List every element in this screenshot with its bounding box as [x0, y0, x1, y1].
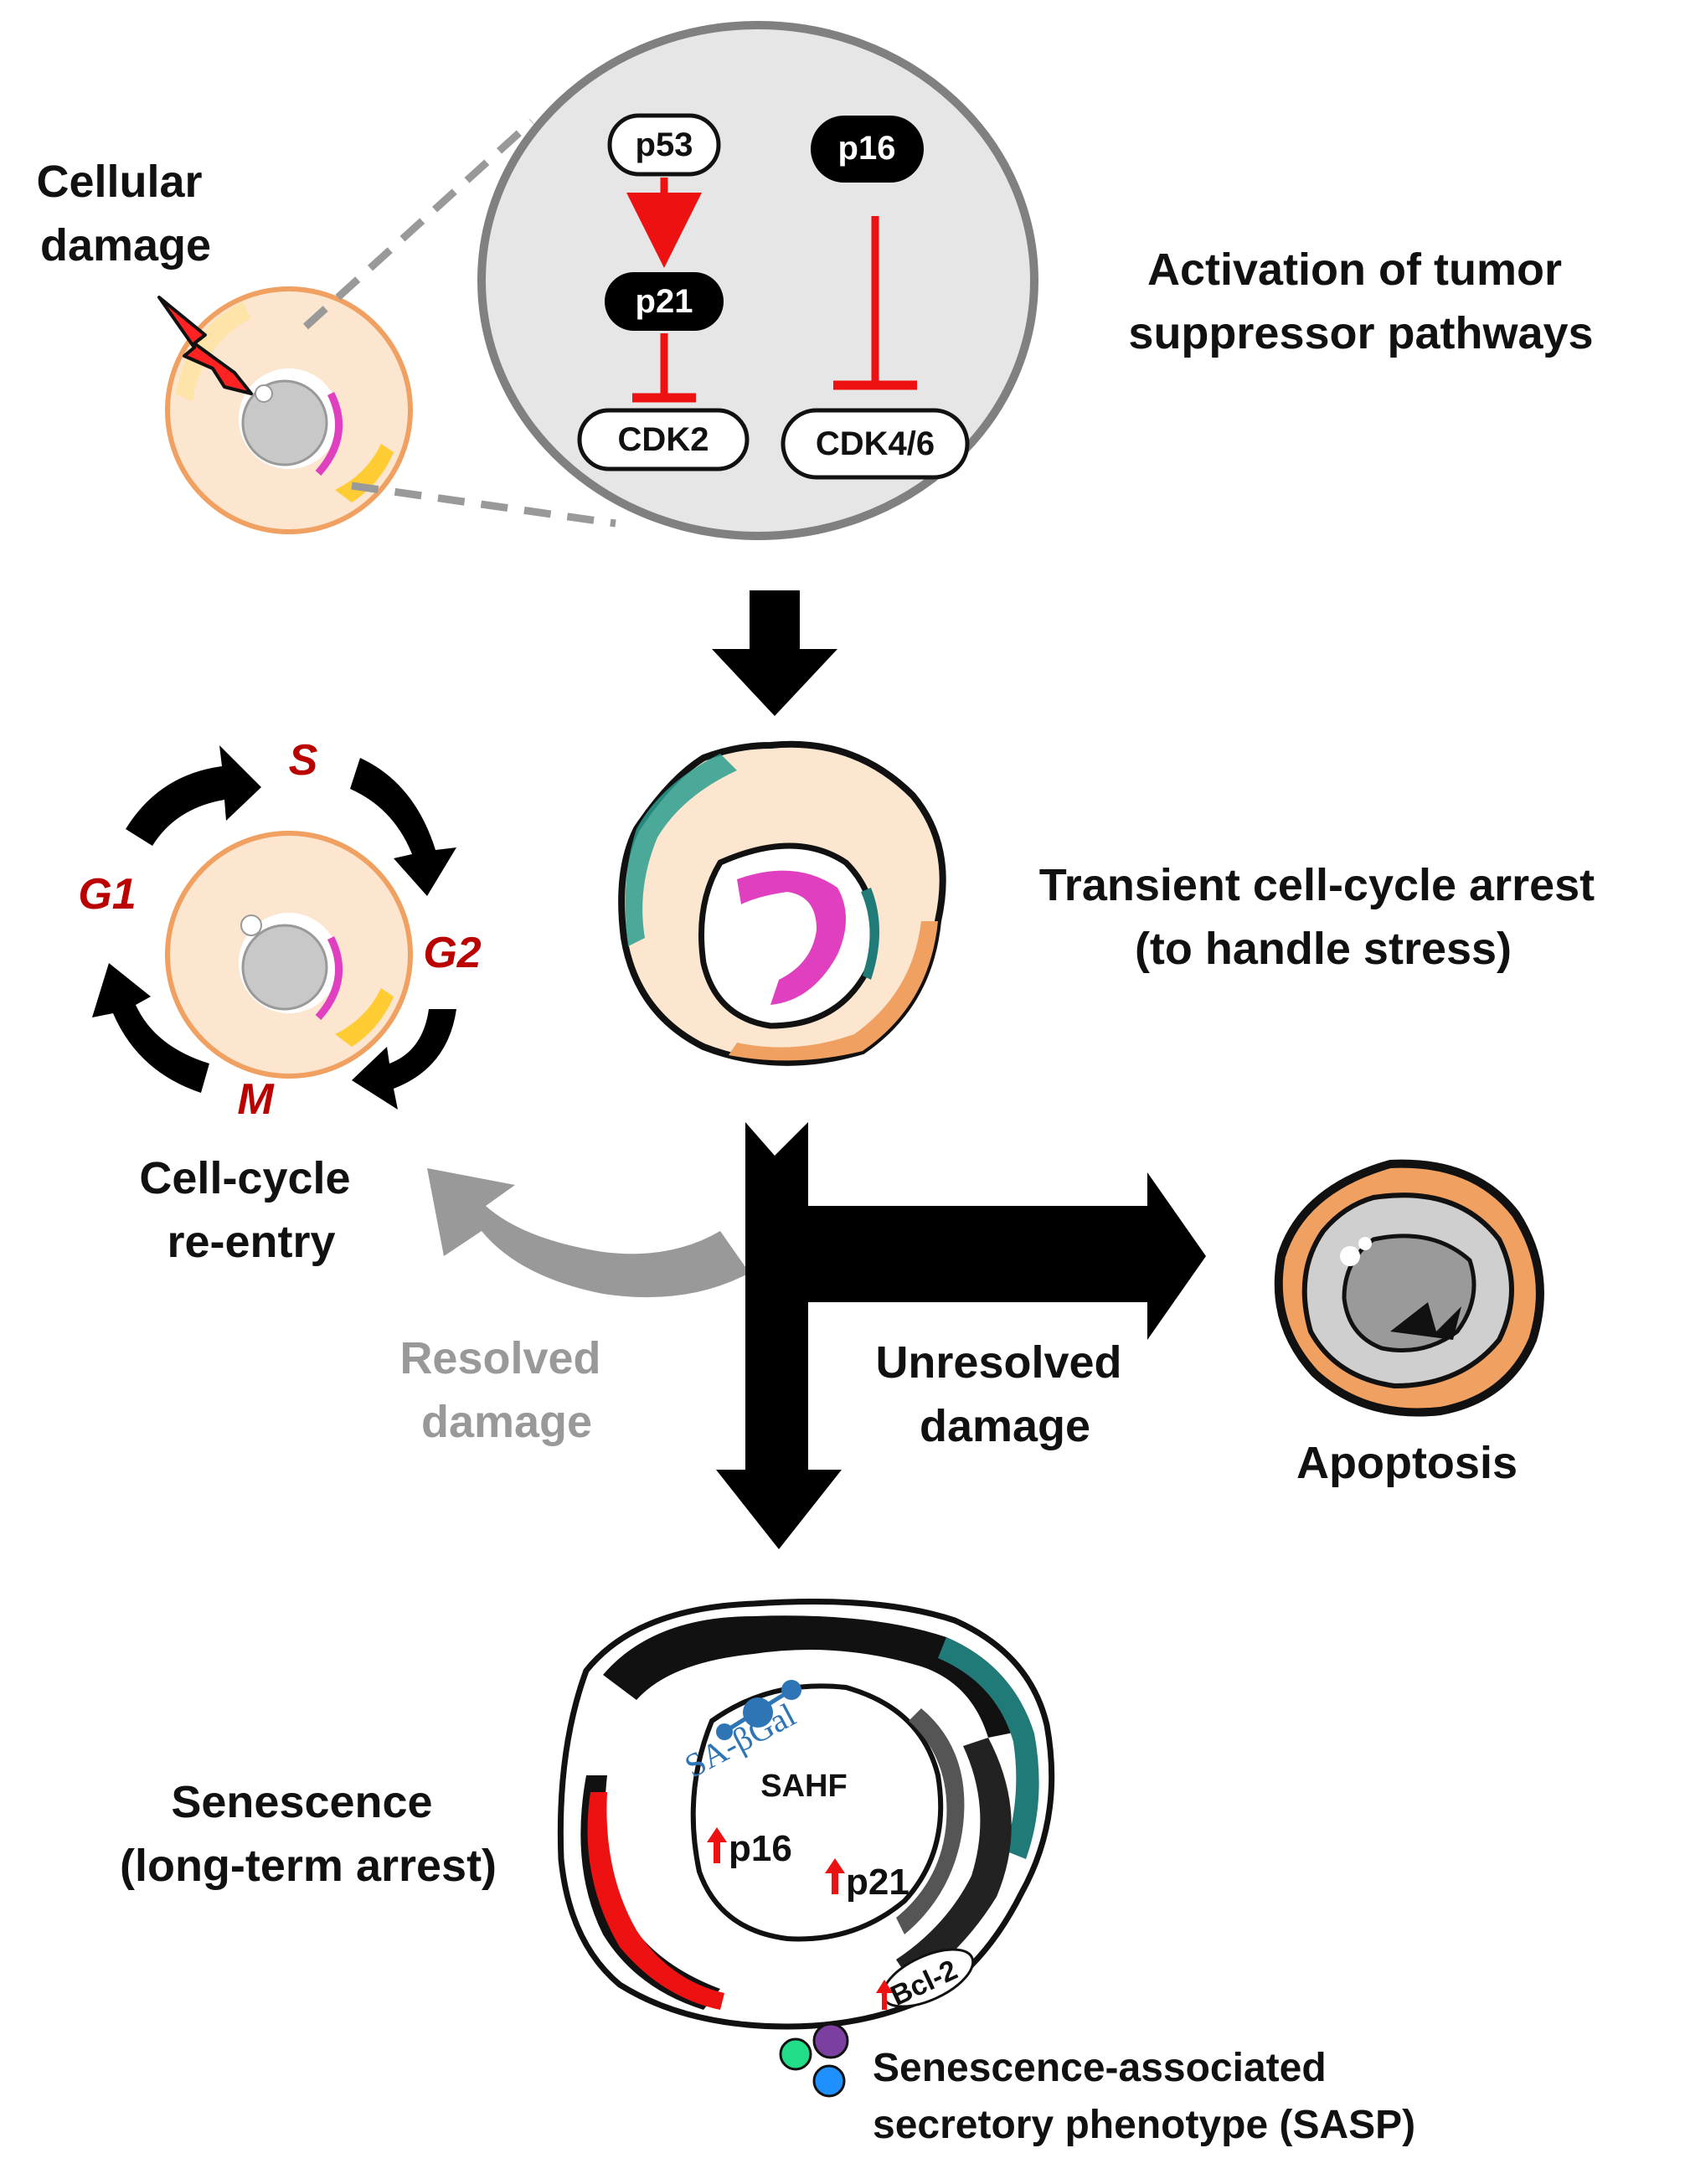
senescence-label: Senescence (long-term arrest) — [120, 1777, 497, 1891]
pathway-cdk46: CDK4/6 — [781, 408, 970, 480]
transient-arrest-cell — [618, 740, 946, 1066]
p21-up-arrow-icon — [825, 1858, 845, 1894]
senescent-p16-label: p16 — [729, 1828, 792, 1869]
pathway-cdk2: CDK2 — [577, 408, 750, 471]
cdk2-label: CDK2 — [618, 421, 709, 458]
down-arrow-1 — [712, 590, 837, 716]
sasp-dot-purple — [812, 2022, 849, 2059]
cycle-arrow-m-g1 — [92, 963, 209, 1093]
cell-cycle-arrows — [92, 745, 456, 1110]
cycle-arrow-s-g2 — [350, 758, 456, 896]
split-arrow — [716, 1122, 1206, 1549]
sasp-dot-blue — [812, 2064, 846, 2098]
p16-up-arrow-icon — [707, 1827, 727, 1863]
phase-s-label: S — [289, 736, 318, 785]
activation-label: Activation of tumor suppressor pathways — [1128, 245, 1593, 358]
senescent-cell — [557, 1599, 1055, 2030]
transient-arrest-label: Transient cell-cycle arrest (to handle s… — [1039, 860, 1607, 974]
phase-g1-label: G1 — [78, 870, 136, 919]
senescent-p21-label: p21 — [846, 1862, 909, 1903]
resolved-damage-label: Resolved damage — [399, 1333, 613, 1447]
sahf-label: SAHF — [760, 1769, 847, 1804]
cycle-arrow-g2-m — [352, 1009, 456, 1110]
damaged-cell — [165, 286, 413, 534]
sasp-label: Senescence-associated secretory phenotyp… — [873, 2046, 1415, 2147]
sasp-dot-green — [779, 2037, 812, 2071]
phase-g2-label: G2 — [423, 929, 481, 977]
pathway-p16: p16 — [811, 116, 924, 183]
p21-label: p21 — [636, 283, 693, 320]
cdk46-label: CDK4/6 — [816, 425, 935, 462]
p53-label: p53 — [636, 126, 693, 163]
resolved-damage-arrow — [427, 1168, 750, 1298]
phase-m-label: M — [237, 1075, 275, 1124]
cycle-arrow-g1-s — [126, 745, 261, 846]
zoom-line-top — [302, 118, 535, 330]
cellular-damage-label: Cellular damage — [36, 157, 214, 270]
pathway-p53: p53 — [607, 113, 721, 177]
unresolved-damage-label: Unresolved damage — [875, 1337, 1134, 1451]
bcl2-up-arrow-icon — [876, 1980, 893, 2010]
apoptosis-label: Apoptosis — [1296, 1438, 1518, 1488]
cycling-cell — [165, 831, 413, 1079]
apoptotic-cell — [1274, 1159, 1544, 1417]
pathway-p21: p21 — [605, 272, 724, 331]
cell-cycle-reentry-label: Cell-cycle re-entry — [139, 1153, 363, 1267]
lightning-icon — [157, 296, 253, 395]
zoom-line-bottom — [351, 482, 616, 528]
p16-label: p16 — [838, 130, 896, 167]
